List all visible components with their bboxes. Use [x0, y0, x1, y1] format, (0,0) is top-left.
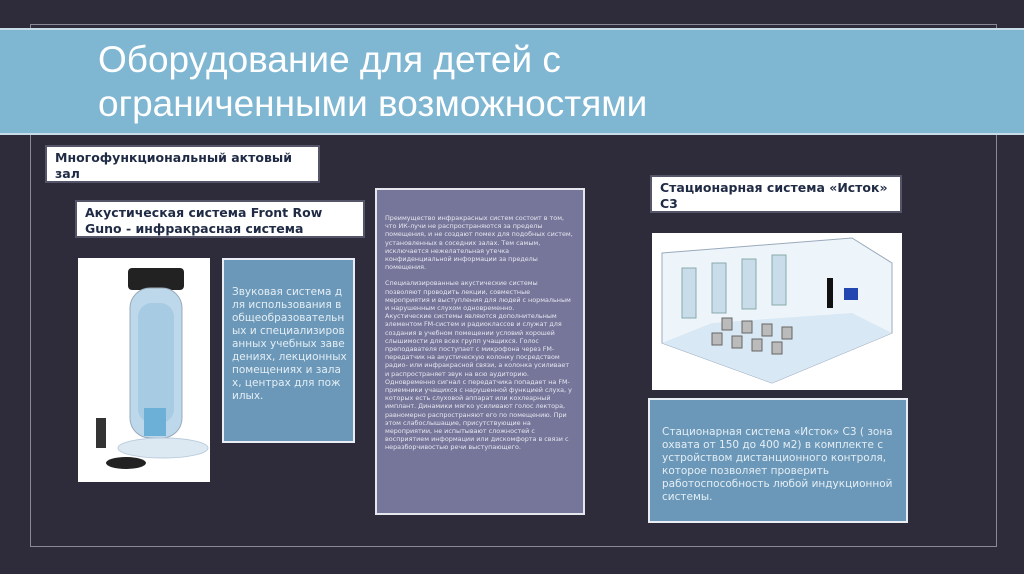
title-band — [0, 28, 1024, 135]
infrared-info-box: Преимущество инфракрасных систем состоит… — [375, 188, 585, 515]
info-paragraph: Специализированные акустические системы … — [385, 279, 571, 313]
acoustic-label: Акустическая система Front Row Guno - ин… — [75, 200, 365, 238]
speaker-image — [78, 258, 210, 482]
station-description: Стационарная система «Исток» С3 ( зона о… — [648, 398, 908, 523]
classroom-image — [652, 233, 902, 390]
acoustic-description-text: Звуковая система для использования в общ… — [232, 286, 347, 402]
acoustic-description: Звуковая система для использования в общ… — [222, 258, 355, 443]
info-paragraph: Акустические системы являются дополнител… — [385, 312, 572, 452]
info-paragraph: Преимущество инфракрасных систем состоит… — [385, 214, 573, 272]
hall-label: Многофункциональный актовый зал — [45, 145, 320, 183]
slide-title: Оборудование для детей с ограниченными в… — [98, 39, 648, 124]
station-label: Стационарная система «Исток» С3 — [650, 175, 902, 213]
slide-frame — [30, 24, 997, 547]
station-description-text: Стационарная система «Исток» С3 ( зона о… — [662, 426, 893, 503]
